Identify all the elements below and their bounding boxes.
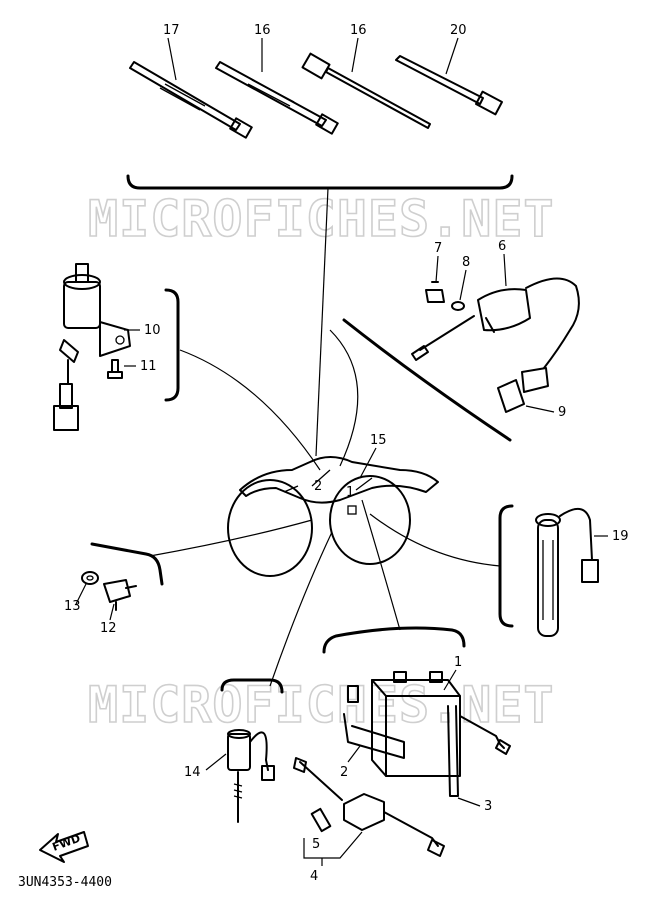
callout-1-bike: 1 xyxy=(346,485,354,500)
leader-15 xyxy=(359,447,377,479)
leader-13 xyxy=(75,583,87,605)
bracket-ties xyxy=(126,174,514,190)
callout-7: 7 xyxy=(434,241,442,256)
leaders-ties xyxy=(167,37,459,81)
callout-13: 13 xyxy=(64,599,81,614)
leader-2 xyxy=(347,745,361,763)
bracket-14 xyxy=(220,678,284,694)
ignition-coil-6[interactable] xyxy=(411,277,580,369)
washer-13[interactable] xyxy=(81,571,99,585)
watermark-top: MICROFICHES.NET xyxy=(88,190,555,248)
bracket-battery xyxy=(322,626,466,654)
bracket-12-13 xyxy=(90,542,164,586)
bracket-main-switch xyxy=(164,288,180,402)
starter-relay-4[interactable] xyxy=(293,757,445,857)
battery-band-2[interactable] xyxy=(343,685,405,759)
callout-2: 2 xyxy=(340,765,348,780)
callout-19: 19 xyxy=(612,529,629,544)
switch-14[interactable] xyxy=(227,729,275,823)
leader-coil xyxy=(329,329,359,467)
cable-tie-18[interactable] xyxy=(215,61,339,135)
screw-11[interactable] xyxy=(107,359,123,379)
callout-11: 11 xyxy=(140,359,157,374)
fwd-arrow-icon: FWD xyxy=(39,831,89,863)
callout-12: 12 xyxy=(100,621,117,636)
fuse-5[interactable] xyxy=(310,807,332,833)
leader-3 xyxy=(457,797,481,807)
callout-18: 16 xyxy=(254,23,271,38)
leader-12-13 xyxy=(149,519,313,557)
leader-12 xyxy=(109,603,115,621)
leader-7 xyxy=(435,255,439,283)
leader-1 xyxy=(443,669,457,691)
fuse-location-mark xyxy=(347,505,357,515)
leader-14-label xyxy=(205,753,227,771)
bracket-19 xyxy=(498,504,514,628)
cable-tie-20[interactable] xyxy=(395,55,503,116)
leader-battery xyxy=(361,499,401,631)
diagram-code: 3UN4353-4400 xyxy=(18,875,112,890)
callout-16: 16 xyxy=(350,23,367,38)
switch-12[interactable] xyxy=(103,579,137,611)
leader-8 xyxy=(459,269,467,301)
leader-9 xyxy=(525,405,555,413)
leader-14 xyxy=(269,531,333,687)
callout-1: 1 xyxy=(454,655,462,670)
washer-8[interactable] xyxy=(451,301,465,311)
callout-3: 3 xyxy=(484,799,492,814)
leader-4-5 xyxy=(303,831,363,866)
callout-10: 10 xyxy=(144,323,161,338)
leader-ties-bike xyxy=(315,187,329,457)
callout-8: 8 xyxy=(462,255,470,270)
callout-14: 14 xyxy=(184,765,201,780)
motorcycle-outline xyxy=(227,456,439,577)
callout-6: 6 xyxy=(498,239,506,254)
tube-19[interactable] xyxy=(535,508,599,637)
callout-2-bike: 2 xyxy=(314,479,322,494)
breather-pipe-3[interactable] xyxy=(447,705,511,797)
callout-17: 17 xyxy=(163,23,180,38)
plug-cap-9[interactable] xyxy=(497,367,549,413)
main-switch-10[interactable] xyxy=(53,263,131,431)
callout-15: 15 xyxy=(370,433,387,448)
cable-tie-16[interactable] xyxy=(301,52,431,129)
callout-20: 20 xyxy=(450,23,467,38)
leader-19 xyxy=(369,513,501,567)
callout-5: 5 xyxy=(312,837,320,852)
leader-6 xyxy=(503,253,507,287)
callout-4: 4 xyxy=(310,869,318,884)
leader-main-switch xyxy=(179,349,321,471)
watermark-bottom: MICROFICHES.NET xyxy=(88,676,555,734)
bracket-coil xyxy=(342,318,512,442)
callout-9: 9 xyxy=(558,405,566,420)
bolt-7[interactable] xyxy=(425,281,445,303)
cable-tie-17[interactable] xyxy=(129,61,253,139)
